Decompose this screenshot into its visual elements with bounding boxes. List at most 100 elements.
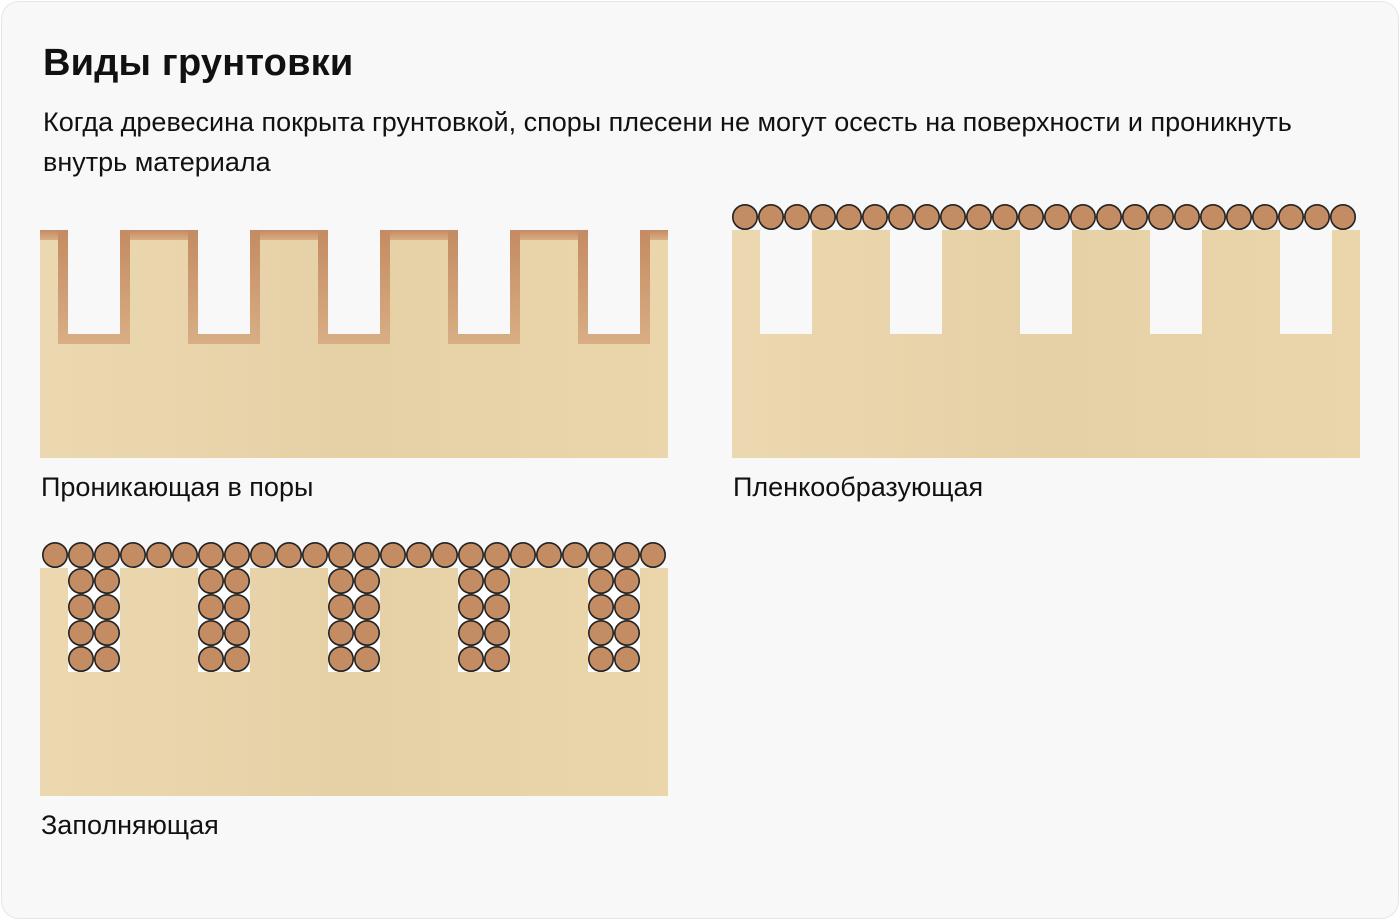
primer-particle — [224, 567, 251, 594]
primer-particle — [68, 619, 95, 646]
pore — [1020, 230, 1072, 334]
primer-particle — [861, 204, 888, 231]
primer-particle — [68, 593, 95, 620]
primer-particle — [431, 541, 458, 568]
caption-film-forming: Пленкообразующая — [733, 472, 984, 502]
primer-particle — [1017, 204, 1044, 231]
primer-particle — [991, 204, 1018, 231]
primer-particle — [198, 593, 225, 620]
primer-particle — [198, 541, 225, 568]
primer-particle — [172, 541, 199, 568]
primer-particle — [613, 619, 640, 646]
primer-particle — [561, 541, 588, 568]
primer-particle — [613, 541, 640, 568]
primer-particle — [68, 541, 95, 568]
primer-particle — [509, 541, 536, 568]
primer-particle — [587, 593, 614, 620]
primer-particle — [457, 593, 484, 620]
primer-particle — [327, 567, 354, 594]
primer-particle — [146, 541, 173, 568]
primer-particle — [1278, 204, 1305, 231]
primer-particle — [353, 645, 380, 672]
primer-particle — [731, 204, 758, 231]
caption-filling: Заполняющая — [41, 810, 219, 840]
primer-particle — [457, 567, 484, 594]
primer-particle — [1226, 204, 1253, 231]
primer-particle — [224, 593, 251, 620]
pore — [1150, 230, 1202, 334]
primer-particle — [939, 204, 966, 231]
primer-particle — [353, 619, 380, 646]
pore — [328, 230, 380, 334]
primer-particle — [809, 204, 836, 231]
pore — [890, 230, 942, 334]
primer-particle — [457, 541, 484, 568]
primer-particle — [327, 541, 354, 568]
primer-particle — [587, 567, 614, 594]
page-title: Виды грунтовки — [43, 42, 354, 84]
primer-particle — [913, 204, 940, 231]
primer-particle — [224, 619, 251, 646]
primer-particle — [783, 204, 810, 231]
primer-particle — [379, 541, 406, 568]
primer-particle — [613, 567, 640, 594]
primer-particle — [353, 567, 380, 594]
primer-particle — [120, 541, 147, 568]
primer-particle — [94, 593, 121, 620]
primer-particle — [1330, 204, 1357, 231]
primer-particle — [1252, 204, 1279, 231]
primer-particle — [483, 593, 510, 620]
primer-particle — [457, 619, 484, 646]
primer-particle — [483, 645, 510, 672]
primer-particle — [835, 204, 862, 231]
primer-particle — [1304, 204, 1331, 231]
primer-particle — [613, 645, 640, 672]
primer-particle — [639, 541, 666, 568]
primer-particle — [405, 541, 432, 568]
filling-primer-diagram — [40, 541, 668, 796]
primer-particle — [327, 593, 354, 620]
primer-particle — [224, 541, 251, 568]
primer-particle — [483, 619, 510, 646]
primer-particle — [94, 645, 121, 672]
primer-particle — [68, 645, 95, 672]
primer-particle — [68, 567, 95, 594]
primer-particle — [587, 619, 614, 646]
film-forming-primer-diagram — [731, 204, 1360, 458]
primer-particle — [965, 204, 992, 231]
primer-particle — [887, 204, 914, 231]
primer-particle — [1200, 204, 1227, 231]
primer-particle — [94, 567, 121, 594]
primer-particle — [483, 541, 510, 568]
primer-particle — [301, 541, 328, 568]
pore — [458, 230, 510, 334]
primer-particle — [353, 541, 380, 568]
caption-penetrating: Проникающая в поры — [41, 472, 314, 502]
subtitle: Когда древесина покрыта грунтовкой, спор… — [43, 107, 1292, 177]
primer-particle — [275, 541, 302, 568]
pore — [588, 230, 640, 334]
primer-particle — [198, 619, 225, 646]
pore — [760, 230, 812, 334]
pore — [1280, 230, 1332, 334]
primer-particle — [1148, 204, 1175, 231]
primer-particle — [250, 541, 277, 568]
primer-particle — [224, 645, 251, 672]
pore — [68, 230, 120, 334]
primer-particle — [613, 593, 640, 620]
primer-particle — [41, 541, 68, 568]
primer-particle — [1070, 204, 1097, 231]
primer-particle — [757, 204, 784, 231]
primer-particle — [587, 645, 614, 672]
primer-particle — [327, 645, 354, 672]
primer-particle — [535, 541, 562, 568]
primer-particle — [94, 541, 121, 568]
primer-particle — [587, 541, 614, 568]
primer-particle — [353, 593, 380, 620]
primer-particle — [94, 619, 121, 646]
primer-particle — [1174, 204, 1201, 231]
primer-particle — [1096, 204, 1123, 231]
pore — [198, 230, 250, 334]
primer-particle — [198, 645, 225, 672]
